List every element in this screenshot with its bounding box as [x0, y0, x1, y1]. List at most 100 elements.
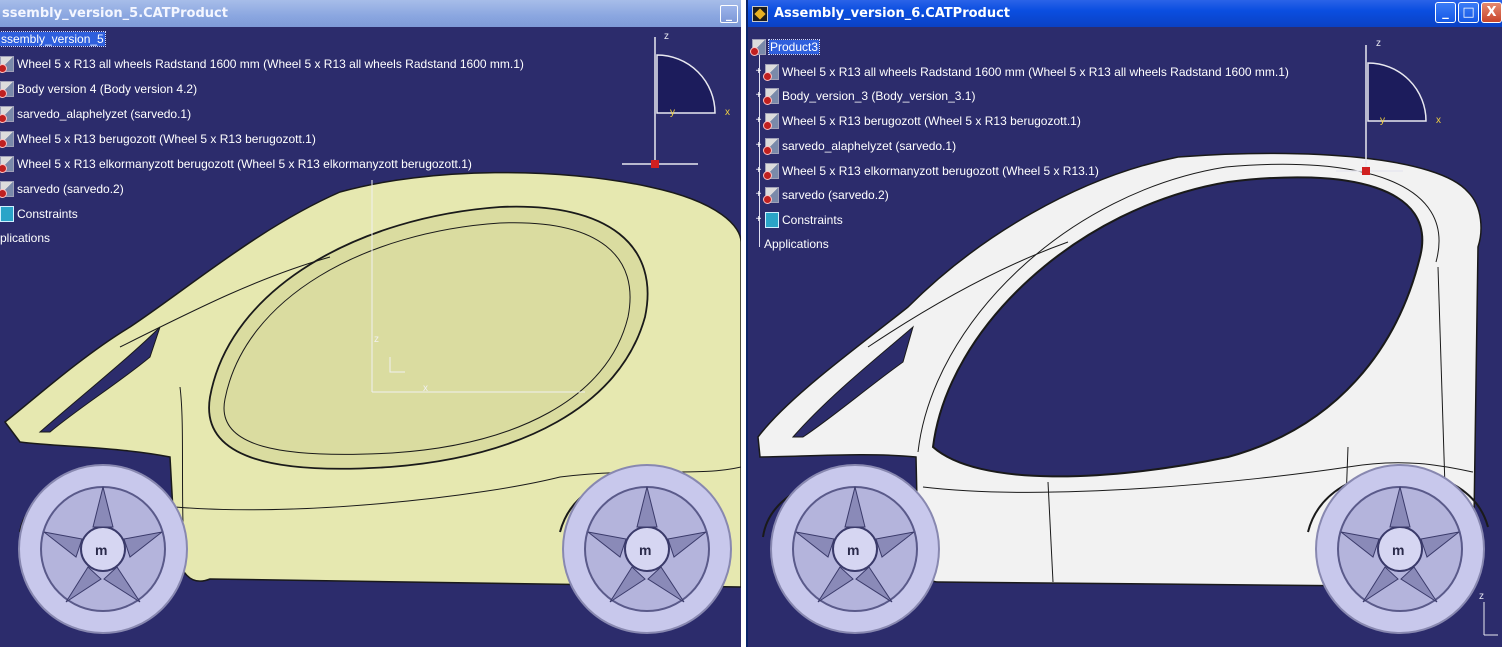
left-window-titlebar[interactable]: ssembly_version_5.CATProduct _: [0, 0, 741, 27]
axis-corner-icon: [389, 357, 405, 373]
expand-icon[interactable]: +: [755, 164, 762, 176]
rear-wheel: m: [562, 464, 732, 634]
model-z-label: z: [374, 334, 379, 345]
left-car-model[interactable]: z x m m: [0, 27, 741, 647]
part-icon: [0, 181, 14, 198]
tree-item-label[interactable]: plications: [0, 231, 51, 245]
compass-x-label: x: [725, 107, 730, 118]
tree-root[interactable]: ssembly_version_5: [0, 29, 106, 49]
expand-icon[interactable]: +: [755, 213, 762, 225]
tree-root-label[interactable]: Product3: [767, 39, 821, 55]
minimize-button[interactable]: _: [1435, 2, 1456, 23]
tree-item[interactable]: + Wheel 5 x R13 berugozott (Wheel 5 x R1…: [754, 111, 1081, 131]
tree-item-label[interactable]: sarvedo_alaphelyzet (sarvedo.1): [17, 107, 192, 121]
expand-icon[interactable]: +: [755, 65, 762, 77]
expand-icon[interactable]: +: [755, 188, 762, 200]
product-icon: [750, 39, 766, 56]
tree-item-label[interactable]: Body version 4 (Body version 4.2): [17, 82, 198, 96]
part-icon: [763, 163, 779, 180]
tree-item-label[interactable]: Wheel 5 x R13 all wheels Radstand 1600 m…: [782, 65, 1289, 79]
compass-widget[interactable]: z y x: [622, 31, 730, 168]
tree-item[interactable]: Wheel 5 x R13 elkormanyzott berugozott (…: [0, 154, 472, 174]
tree-item[interactable]: + Wheel 5 x R13 all wheels Radstand 1600…: [754, 62, 1289, 82]
left-minimize-button[interactable]: _: [720, 5, 738, 23]
tree-item[interactable]: sarvedo_alaphelyzet (sarvedo.1): [0, 104, 191, 124]
tree-item[interactable]: Constraints: [0, 204, 78, 224]
compass-z-label: z: [1376, 38, 1381, 49]
tree-item-label[interactable]: Wheel 5 x R13 elkormanyzott berugozott (…: [17, 157, 472, 171]
tree-item[interactable]: + Wheel 5 x R13 elkormanyzott berugozott…: [754, 161, 1099, 181]
left-window-title: ssembly_version_5.CATProduct: [2, 6, 228, 21]
roof-line: [119, 256, 331, 348]
compass-y-label: y: [670, 107, 675, 118]
left-3d-viewport[interactable]: z x m m: [0, 27, 741, 647]
tree-item[interactable]: Applications: [764, 234, 829, 254]
roof-line: [867, 241, 1069, 348]
catia-app-icon: [752, 5, 768, 22]
right-specification-tree[interactable]: Product3 + Wheel 5 x R13 all wheels Rads…: [750, 35, 1312, 265]
expand-icon[interactable]: +: [755, 114, 762, 126]
tree-item[interactable]: Wheel 5 x R13 all wheels Radstand 1600 m…: [0, 54, 524, 74]
tree-item-label[interactable]: Wheel 5 x R13 berugozott (Wheel 5 x R13 …: [782, 114, 1081, 128]
rear-wheel: m: [1315, 464, 1485, 634]
tree-item-label[interactable]: Applications: [764, 237, 829, 251]
tree-item-label[interactable]: sarvedo (sarvedo.2): [782, 188, 889, 202]
front-wheel: m: [18, 464, 188, 634]
right-window: Assembly_version_6.CATProduct _ □ X: [746, 0, 1502, 647]
part-icon: [763, 88, 779, 105]
close-button[interactable]: X: [1481, 2, 1502, 23]
tree-item[interactable]: + sarvedo (sarvedo.2): [754, 185, 889, 205]
side-vent: [791, 325, 914, 438]
window-opening: [931, 176, 1424, 478]
svg-text:m: m: [847, 542, 859, 558]
expand-icon[interactable]: +: [755, 89, 762, 101]
svg-text:m: m: [639, 542, 651, 558]
tree-item-label[interactable]: Constraints: [17, 207, 78, 221]
window-inner-edge: [223, 222, 631, 455]
tree-item-label[interactable]: sarvedo (sarvedo.2): [17, 182, 124, 196]
tree-root-label[interactable]: ssembly_version_5: [0, 31, 106, 47]
part-icon: [0, 156, 14, 173]
tree-item[interactable]: Body version 4 (Body version 4.2): [0, 79, 197, 99]
svg-text:m: m: [1392, 542, 1404, 558]
tree-connector: [759, 49, 760, 247]
window-controls: _ □ X: [1435, 2, 1502, 23]
left-specification-tree[interactable]: ssembly_version_5 Wheel 5 x R13 all whee…: [0, 29, 560, 259]
body-line: [922, 462, 1474, 493]
tree-item[interactable]: sarvedo (sarvedo.2): [0, 179, 124, 199]
window-opening: [208, 205, 649, 470]
compass-z-label: z: [664, 31, 669, 42]
part-icon: [0, 106, 14, 123]
tree-item[interactable]: plications: [0, 228, 50, 248]
frame-outer-edge: [917, 163, 1440, 453]
constraints-icon: [0, 206, 14, 222]
compass-widget[interactable]: z y x: [1336, 38, 1441, 175]
svg-text:m: m: [95, 542, 107, 558]
tree-item-label[interactable]: Body_version_3 (Body_version_3.1): [782, 89, 976, 103]
constraints-icon: [765, 212, 779, 228]
tree-item[interactable]: + Body_version_3 (Body_version_3.1): [754, 86, 975, 106]
part-icon: [763, 187, 779, 204]
side-vent: [38, 326, 161, 433]
part-icon: [0, 81, 14, 98]
tree-item-label[interactable]: sarvedo_alaphelyzet (sarvedo.1): [782, 139, 957, 153]
right-car-model[interactable]: m m z y x z: [748, 27, 1502, 647]
left-window: ssembly_version_5.CATProduct _ z x: [0, 0, 741, 647]
tree-item-label[interactable]: Wheel 5 x R13 all wheels Radstand 1600 m…: [17, 57, 524, 71]
part-icon: [763, 64, 779, 81]
expand-icon[interactable]: +: [755, 139, 762, 151]
body-line: [174, 466, 741, 511]
model-x-label: x: [423, 383, 428, 394]
tree-item-label[interactable]: Wheel 5 x R13 elkormanyzott berugozott (…: [782, 164, 1099, 178]
maximize-button[interactable]: □: [1458, 2, 1479, 23]
tree-root[interactable]: Product3: [750, 37, 821, 57]
front-wheel: m: [770, 464, 940, 634]
part-icon: [0, 131, 14, 148]
right-3d-viewport[interactable]: m m z y x z: [748, 27, 1502, 647]
tree-item-label[interactable]: Wheel 5 x R13 berugozott (Wheel 5 x R13 …: [17, 132, 316, 146]
right-window-titlebar[interactable]: Assembly_version_6.CATProduct _ □ X: [748, 0, 1502, 27]
tree-item-label[interactable]: Constraints: [782, 213, 843, 227]
tree-item[interactable]: Wheel 5 x R13 berugozott (Wheel 5 x R13 …: [0, 129, 316, 149]
tree-item[interactable]: + sarvedo_alaphelyzet (sarvedo.1): [754, 136, 956, 156]
tree-item[interactable]: + Constraints: [754, 210, 843, 230]
